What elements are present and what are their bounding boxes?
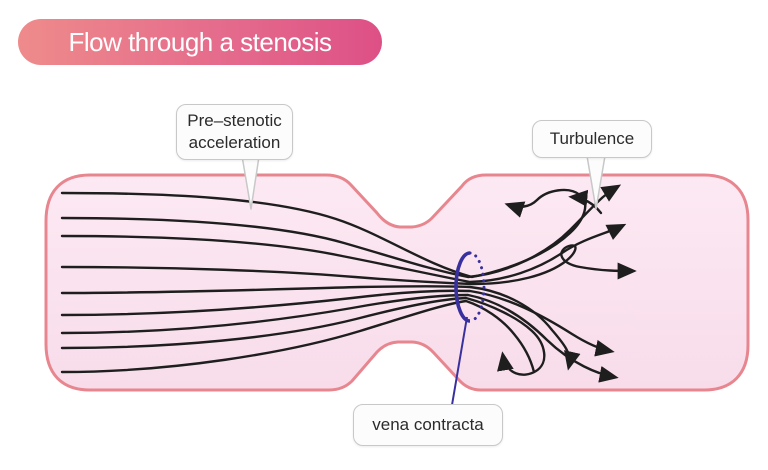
title-banner: Flow through a stenosis xyxy=(18,19,382,65)
streamline xyxy=(60,293,619,383)
turbulence-callout: Turbulence xyxy=(532,120,652,158)
streamline xyxy=(60,289,615,357)
page-title: Flow through a stenosis xyxy=(68,26,332,57)
vessel-outline xyxy=(44,173,750,392)
vena-contracta-callout: vena contracta xyxy=(353,404,503,446)
turbulence-label: Turbulence xyxy=(549,129,635,148)
vena-contracta-ring-dotted xyxy=(468,251,486,323)
streamline xyxy=(60,223,627,284)
turbulence-arrow-branch xyxy=(568,189,603,215)
pre-stenotic-callout: Pre–stenotic acceleration xyxy=(176,104,293,160)
pre-stenotic-label-line2: acceleration xyxy=(188,133,281,152)
streamline xyxy=(60,184,622,279)
streamline xyxy=(60,296,546,376)
vena-contracta-label: vena contracta xyxy=(372,415,484,434)
vena-contracta-ring-solid xyxy=(454,251,471,323)
vena-contracta-ring xyxy=(454,251,486,323)
streamline xyxy=(60,299,536,374)
pre-stenotic-label-line1: Pre–stenotic xyxy=(187,111,282,130)
streamline xyxy=(60,285,581,371)
streamlines xyxy=(60,184,637,383)
streamline xyxy=(60,244,637,286)
vena-contracta-pointer-line xyxy=(451,316,468,406)
